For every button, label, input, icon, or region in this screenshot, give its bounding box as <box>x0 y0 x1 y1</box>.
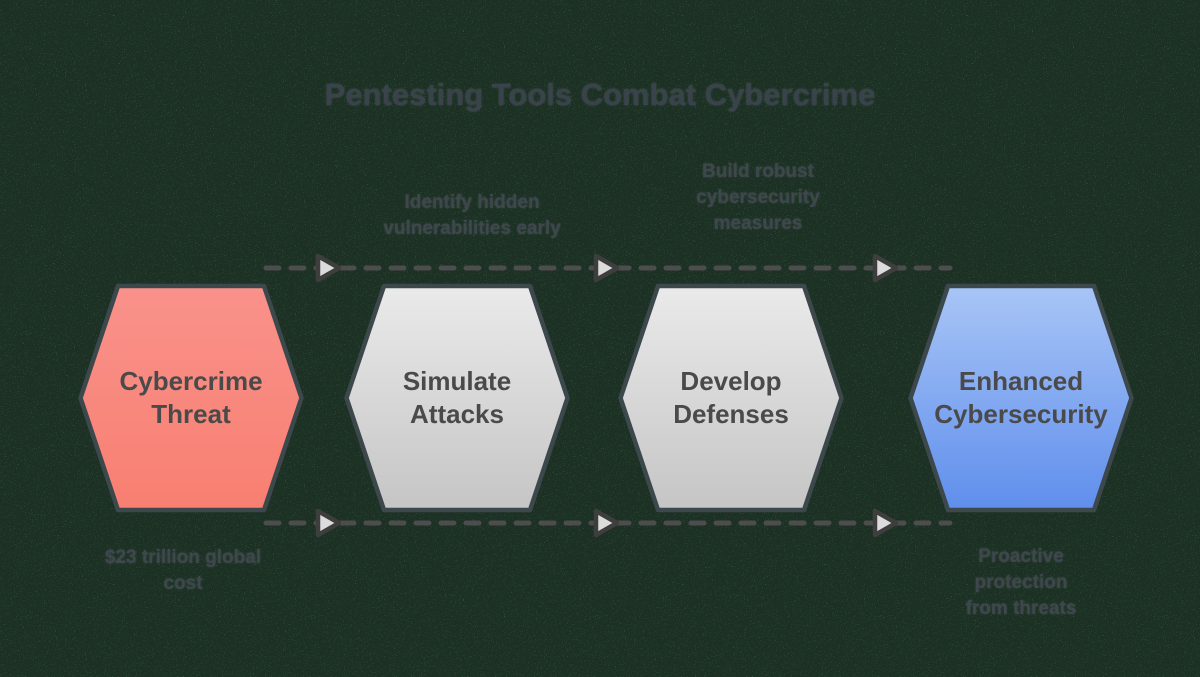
hex-step-simulate-attacks: Simulate Attacks <box>344 283 570 513</box>
arrow-right-icon <box>315 508 342 538</box>
note-identify-vulnerabilities: Identify hidden vulnerabilities early <box>383 192 561 239</box>
flow-line-top <box>263 251 953 285</box>
hex-step-develop-defenses: Develop Defenses <box>618 283 844 513</box>
arrow-right-icon <box>872 508 899 538</box>
hex-step-label: Simulate Attacks <box>402 366 512 429</box>
hex-step-label: Cybercrime Threat <box>119 366 263 429</box>
arrow-right-icon <box>593 253 620 283</box>
note-cybercrime-cost: $23 trillion global cost <box>104 547 262 594</box>
note-build-measures: Build robust cybersecurity measures <box>696 161 820 234</box>
hex-step-cybercrime-threat: Cybercrime Threat <box>78 283 304 513</box>
arrow-right-icon <box>872 253 899 283</box>
page-title: Pentesting Tools Combat Cybercrime <box>324 77 876 112</box>
hex-step-label: Enhanced Cybersecurity <box>934 366 1108 429</box>
arrow-right-icon <box>315 253 342 283</box>
note-proactive-protection: Proactive protection from threats <box>965 546 1077 619</box>
hex-step-label: Develop Defenses <box>673 366 789 429</box>
hex-step-enhanced-cybersecurity: Enhanced Cybersecurity <box>908 283 1134 513</box>
